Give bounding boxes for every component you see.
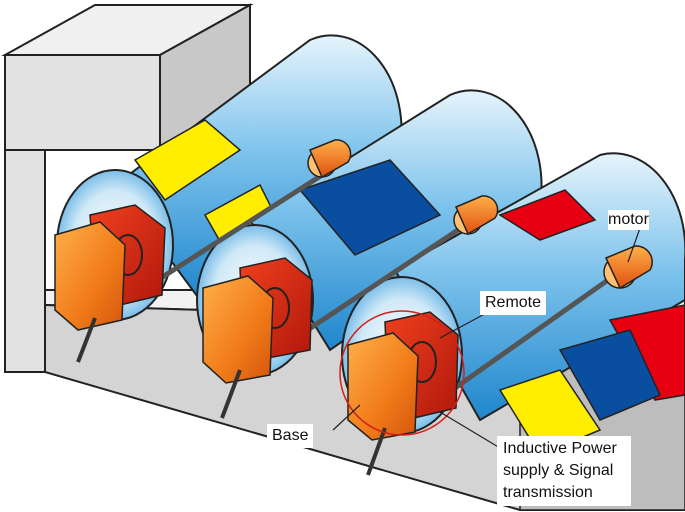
- shafts: [147, 167, 628, 398]
- yellow-band-1: [133, 119, 242, 202]
- inductive-module-2: [202, 257, 313, 419]
- inductive-module-3: [347, 311, 459, 476]
- inductive-label-line1: Inductive Power: [503, 440, 617, 457]
- blue-band-2: [298, 159, 442, 256]
- blue-band-3: [558, 329, 662, 421]
- yellow-band-3: [498, 369, 602, 456]
- inductive-label-line2: supply & Signal: [503, 462, 614, 479]
- inductive-label: Inductive Power supply & Signal transmis…: [497, 436, 631, 506]
- motor-1: [307, 139, 352, 179]
- machine-frame: [1, 3, 254, 373]
- base-label: Base: [267, 424, 314, 448]
- inductive-module-1: [54, 204, 166, 363]
- red-band-3: [498, 189, 597, 241]
- highlight-circle: [339, 310, 465, 436]
- remote-label: Remote: [480, 291, 547, 315]
- inductive-label-line3: transmission: [503, 484, 593, 501]
- motor-label: motor: [608, 210, 649, 230]
- motor-3: [603, 245, 653, 290]
- motor-2: [453, 195, 499, 236]
